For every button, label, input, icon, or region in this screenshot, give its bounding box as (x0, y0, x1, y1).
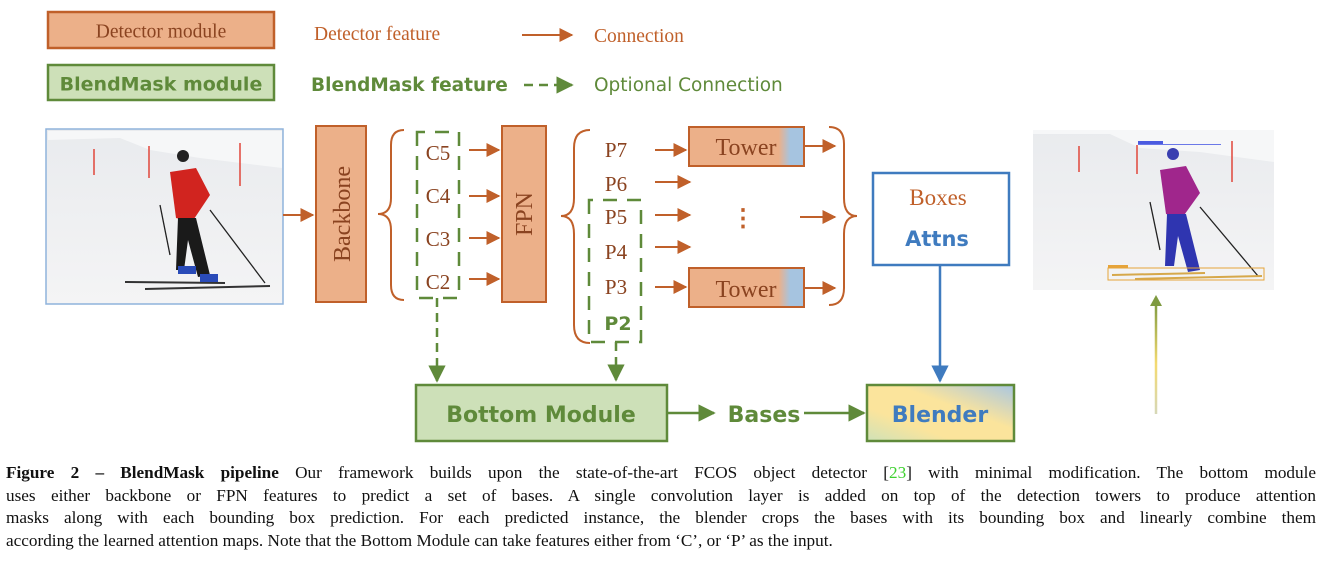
tower-out-arrows (800, 139, 837, 295)
caption-line: masks along with each bounding box predi… (6, 508, 1316, 527)
caption-line: according the learned attention maps. No… (6, 530, 833, 550)
caption-label: Figure 2 – BlendMask pipeline (6, 463, 279, 482)
bases-label: Bases (728, 403, 801, 428)
legend-optional-connection-label: Optional Connection (594, 75, 783, 96)
p-feature-label: P2 (604, 313, 631, 335)
p-feature-label: P6 (605, 172, 627, 196)
p-features-brace (560, 129, 591, 344)
caption-line: Figure 2 – BlendMask pipeline Our framew… (6, 463, 1317, 482)
legend-detector-module-swatch (46, 10, 276, 50)
tower-top-label: Tower (716, 135, 777, 161)
legend-blendmask-module-swatch (46, 63, 276, 102)
c-feature-label: C3 (426, 227, 451, 251)
citation-link[interactable]: 23 (889, 463, 907, 482)
c-feature-label: C2 (426, 270, 451, 294)
legend-detector-module-label: Detector module (96, 22, 227, 43)
tower-out-brace (828, 126, 858, 306)
tower-bottom-label: Tower (716, 277, 777, 303)
p-feature-label: P4 (605, 240, 628, 264)
backbone-label: Backbone (330, 166, 356, 262)
blender-output-up-line (1154, 302, 1158, 414)
fpn-box (501, 125, 547, 303)
boxes-attns-box (871, 171, 1011, 267)
legend-detector-feature-label: Detector feature (314, 24, 440, 45)
c-features-dashed-group (415, 130, 461, 300)
legend-blendmask-module-label: BlendMask module (60, 74, 263, 96)
fpn-label: FPN (512, 192, 538, 236)
p-feature-label: P5 (605, 205, 627, 229)
attns-label: Attns (905, 227, 969, 251)
c-features-brace (377, 129, 405, 301)
legend-blendmask-feature-label: BlendMask feature (311, 75, 508, 96)
output-arrowhead (1150, 295, 1162, 306)
blender-label: Blender (892, 403, 989, 428)
input-image (45, 128, 284, 305)
p-features-dashed-group (587, 198, 643, 344)
backbone-box (315, 125, 367, 303)
c-features: C5 C4 C3 C2 (426, 141, 451, 294)
caption-line: uses either backbone or FPN features to … (6, 485, 1316, 505)
legend: Detector module BlendMask module Detecto… (46, 10, 783, 102)
bottom-module-box (414, 383, 669, 443)
tower-top-box (688, 126, 805, 167)
tower-bottom-box (688, 267, 805, 308)
ellipsis-vertical: ⋮ (731, 206, 755, 232)
blender-box (865, 383, 1016, 443)
legend-connection-label: Connection (594, 26, 684, 47)
c-feature-label: C5 (426, 141, 451, 165)
pipeline-diagram: Detector module BlendMask module Detecto… (45, 10, 1274, 443)
output-image (1033, 130, 1274, 290)
c-to-fpn-arrows (469, 143, 501, 286)
p-feature-label: P7 (605, 138, 627, 162)
p-arrows (655, 143, 692, 294)
c-feature-label: C4 (426, 184, 451, 208)
p-features: P7 P6 P5 P4 P3 P2 (604, 138, 631, 335)
figure-caption: Figure 2 – BlendMask pipeline Our framew… (6, 462, 1316, 552)
p-feature-label: P3 (605, 275, 627, 299)
bottom-module-label: Bottom Module (446, 403, 636, 428)
boxes-label: Boxes (909, 185, 967, 210)
